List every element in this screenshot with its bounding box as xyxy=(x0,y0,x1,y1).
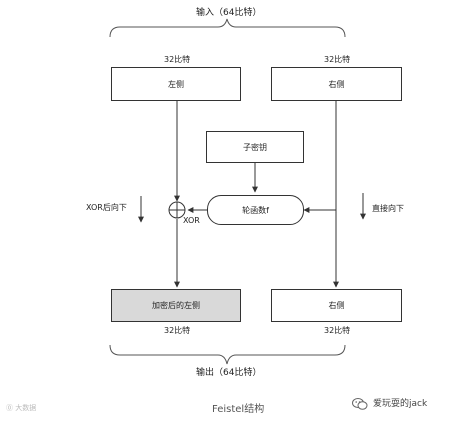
left-half-box: 左侧 xyxy=(111,67,241,101)
input-label: 输入（64比特） xyxy=(196,8,262,18)
watermark-right-text: 爱玩耍的jack xyxy=(373,398,428,409)
subkey-box: 子密钥 xyxy=(206,131,304,163)
right-bits-bottom-label: 32比特 xyxy=(324,326,351,335)
straight-down-label: 直接向下 xyxy=(372,204,404,213)
xor-symbol xyxy=(168,201,186,219)
watermark-left: ⓪ 大数据 xyxy=(6,404,37,412)
round-function-box: 轮函数f xyxy=(207,195,304,225)
xor-down-label: XOR后向下 xyxy=(86,203,127,212)
watermark-right: 爱玩耍的jack xyxy=(352,397,427,411)
output-label: 输出（64比特） xyxy=(196,368,262,378)
xor-label: XOR xyxy=(183,216,200,225)
input-brace xyxy=(109,18,346,38)
right-half-box: 右侧 xyxy=(271,67,402,101)
left-bits-bottom-label: 32比特 xyxy=(164,326,191,335)
encrypted-left-box: 加密后的左侧 xyxy=(111,289,241,322)
figure-caption: Feistel结构 xyxy=(212,404,265,415)
left-bits-top-label: 32比特 xyxy=(164,55,191,64)
right-bits-top-label: 32比特 xyxy=(324,55,351,64)
right-output-box: 右侧 xyxy=(271,289,402,322)
wechat-icon xyxy=(352,398,368,410)
output-brace xyxy=(109,344,346,365)
